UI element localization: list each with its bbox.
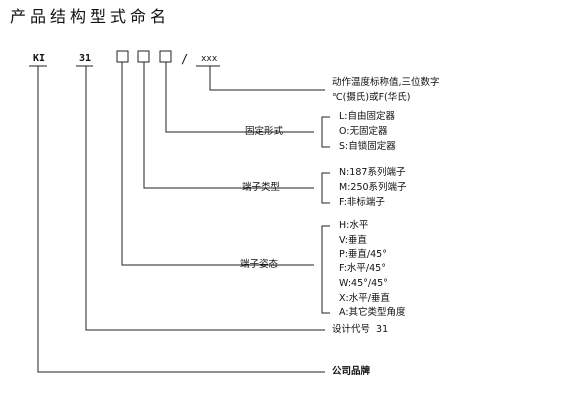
terminal-posture-option-3: F:水平/45° [339,263,386,274]
connector-terminal-posture [121,62,314,266]
page-title: 产品结构型式命名 [10,7,171,26]
terminal-type-label: 端子类型 [242,182,281,193]
code-prefix: KI [33,53,46,64]
fixing-option-2: S:自锁固定器 [339,141,396,152]
connector-fixing [165,62,314,133]
terminal-type-option-2: F:非标端子 [339,197,385,208]
code-slash: / [181,52,189,66]
code-series: 31 [79,53,92,64]
terminal-posture-option-1: V:垂直 [339,235,367,246]
brand-label: 公司品牌 [332,366,371,377]
code-box-terminal-type [137,50,150,63]
terminal-posture-option-6: A:其它类型角度 [339,307,406,318]
code-box-fixing [159,50,172,63]
temperature-label-line1: 动作温度标称值,三位数字 [332,77,440,88]
connector-brand [37,66,325,373]
connector-design-code [85,66,325,331]
code-temp-placeholder: xxx [201,54,218,64]
terminal-posture-option-0: H:水平 [339,220,369,231]
terminal-posture-label: 端子姿态 [240,259,279,270]
connector-terminal-type [143,62,314,189]
terminal-posture-option-4: W:45°/45° [339,278,388,289]
code-box-posture [116,50,129,63]
fixing-label: 固定形式 [245,126,284,137]
design-code-label: 设计代号 31 [332,324,389,335]
fixing-option-0: L:自由固定器 [339,111,395,122]
temperature-label-line2: ℃(摄氏)或F(华氏) [332,92,411,103]
connector-temperature [209,66,325,91]
terminal-posture-option-2: P:垂直/45° [339,249,387,260]
fixing-option-1: O:无固定器 [339,126,388,137]
terminal-type-option-1: M:250系列端子 [339,182,407,193]
terminal-posture-option-5: X:水平/垂直 [339,293,390,304]
terminal-type-option-0: N:187系列端子 [339,167,406,178]
